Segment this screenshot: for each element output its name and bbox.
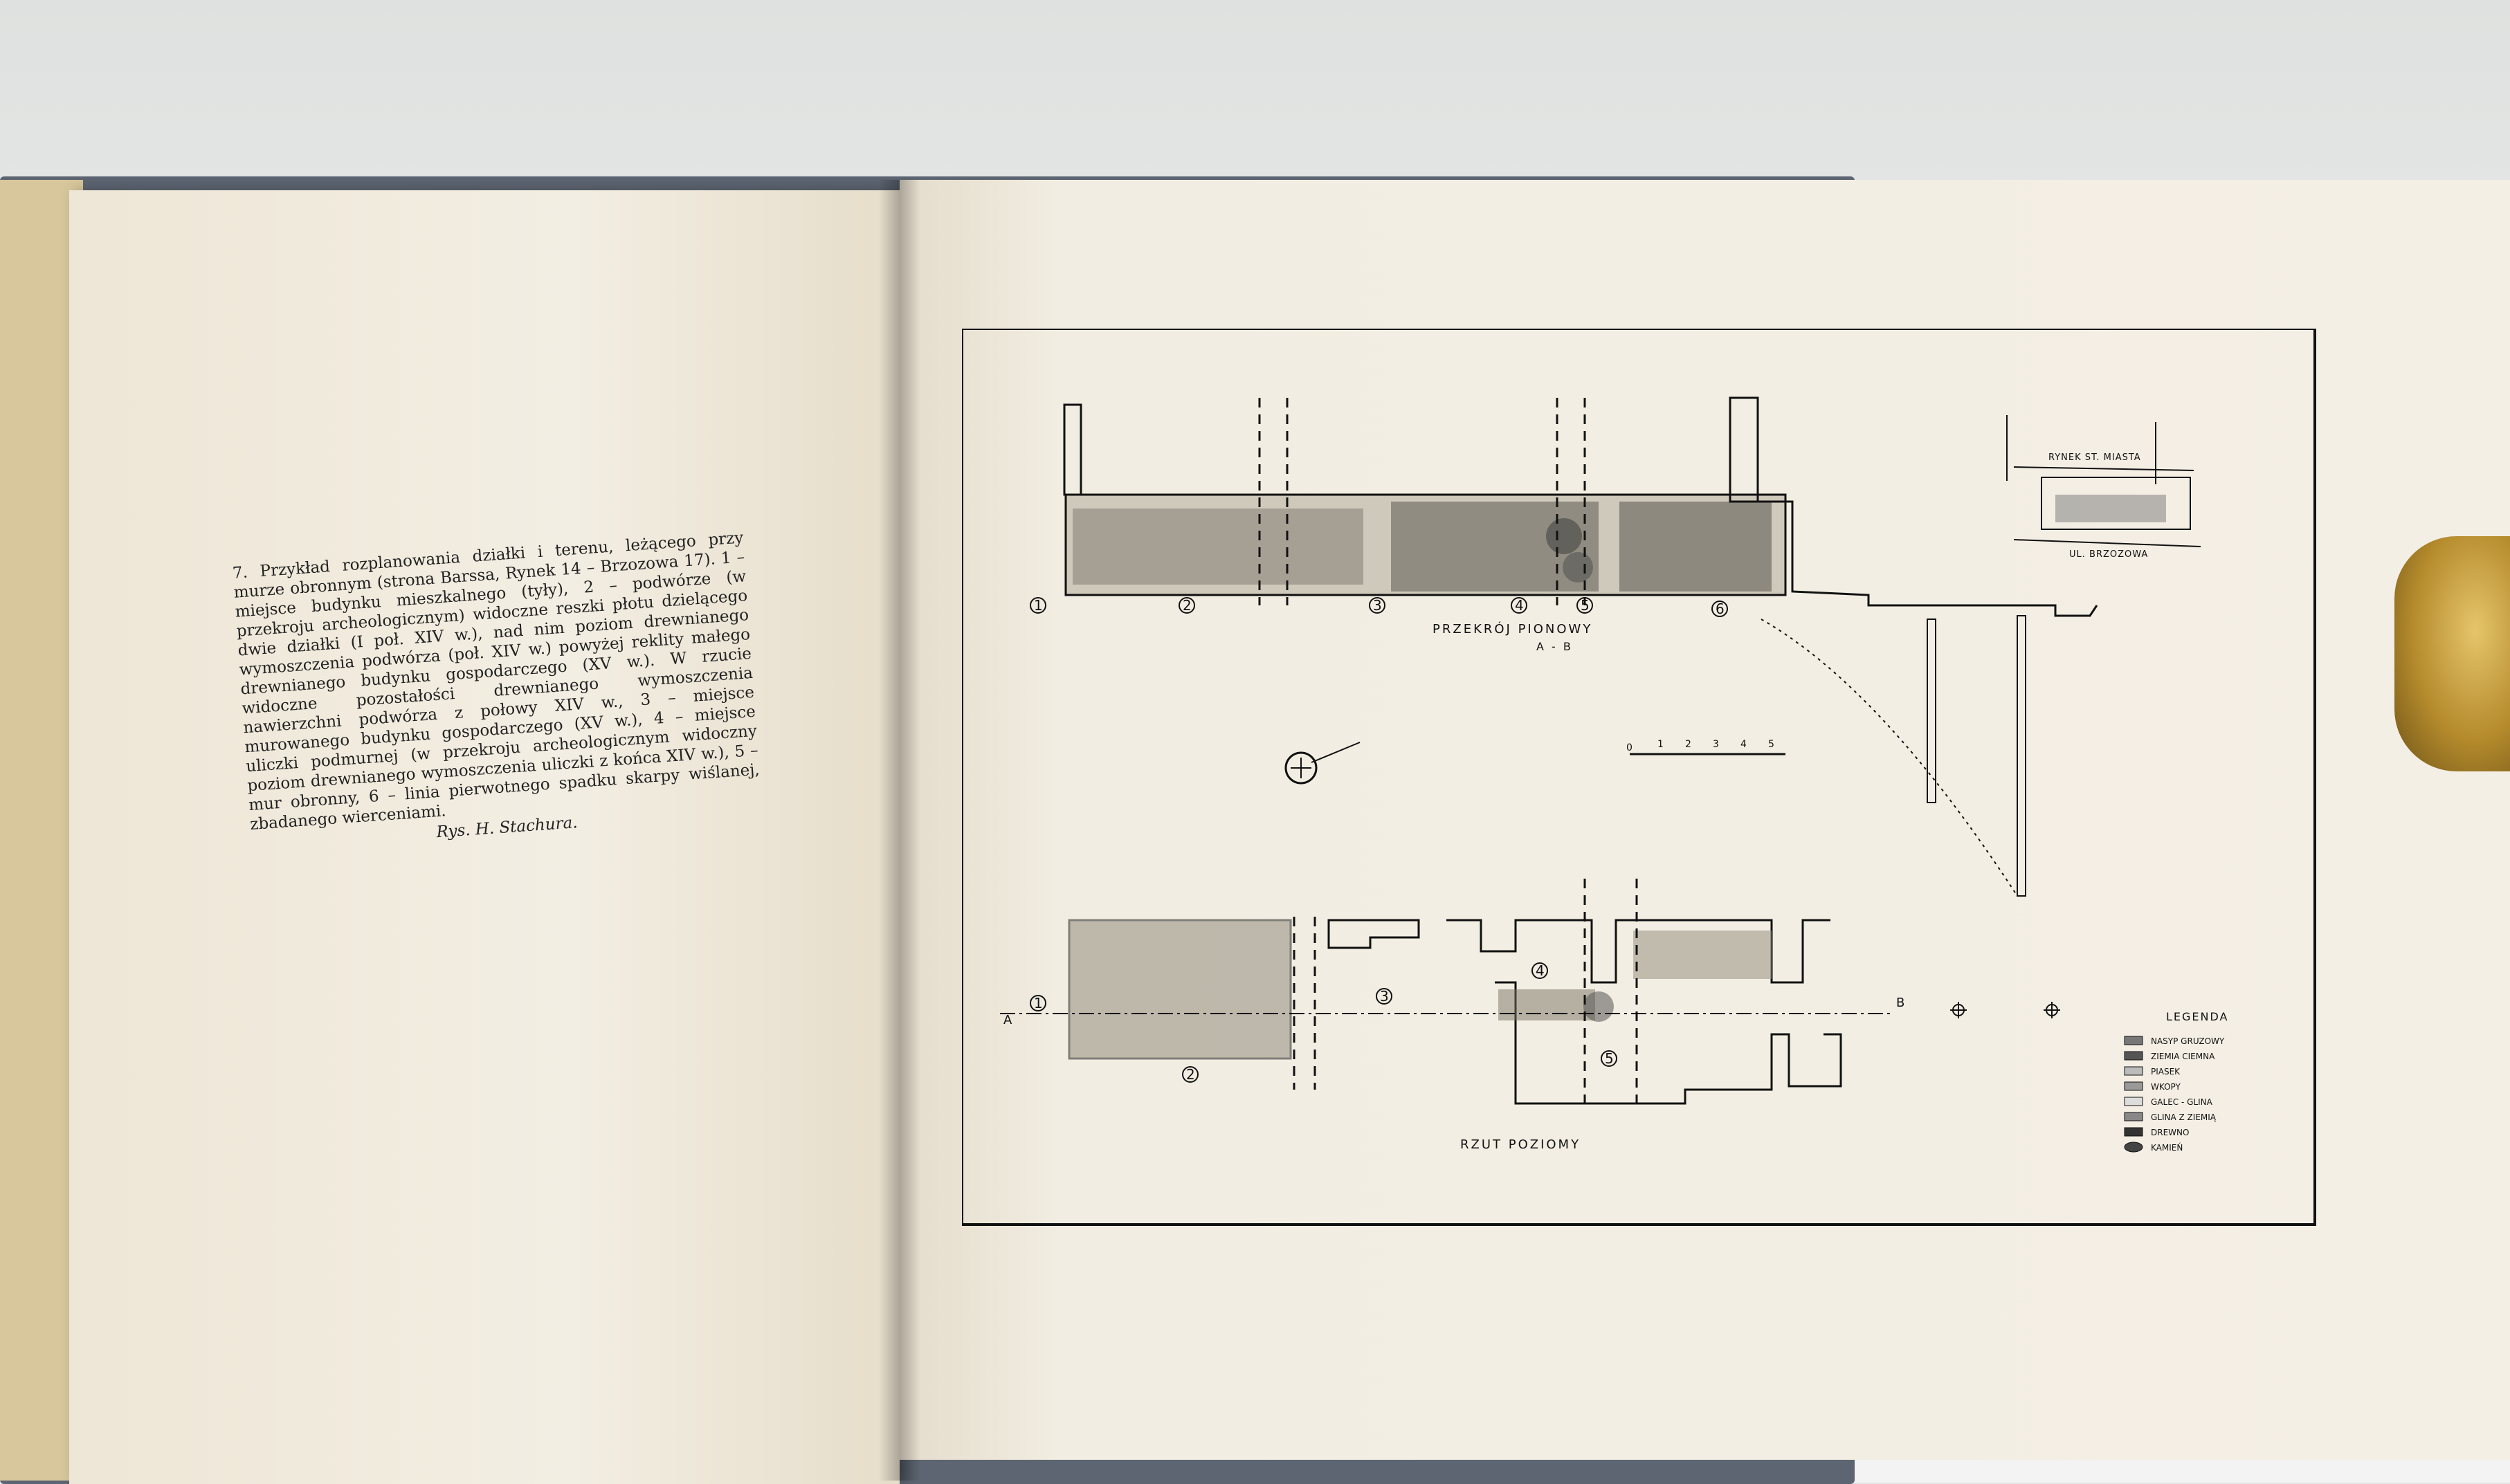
section-num-6: 6 (1716, 601, 1725, 617)
section-fill-right (1619, 502, 1772, 592)
legend-item-1: NASYP GRUZOWY (2151, 1036, 2225, 1046)
wall-column-2 (1729, 396, 1759, 503)
plan-num-1: 1 (1034, 995, 1043, 1011)
section-label: PRZEKRÓJ PIONOWY (1433, 621, 1592, 636)
legend-item-5: GALEC - GLINA (2151, 1097, 2213, 1107)
horizontal-plan: A B (1000, 879, 2060, 1110)
legend-item-3: PIASEK (2151, 1067, 2181, 1077)
axis-label-a: A (1003, 1013, 1012, 1027)
axis-label-b: B (1896, 996, 1904, 1010)
section-num-5: 5 (1581, 597, 1590, 614)
inset-map: RYNEK ST. MIASTA UL. BRZOZOWA (2006, 415, 2201, 560)
legend-item-4: WKOPY (2151, 1082, 2181, 1092)
plan-number-markers: 1 2 3 4 5 (1030, 962, 1617, 1083)
legend-item-6: GLINA Z ZIEMIĄ (2151, 1112, 2217, 1122)
plan-stones (1583, 991, 1614, 1022)
book-gutter (879, 180, 920, 1481)
section-fill-left (1073, 509, 1363, 585)
plan-num-3: 3 (1380, 988, 1389, 1005)
right-page (900, 180, 2510, 1460)
section-num-4: 4 (1515, 597, 1524, 614)
caption-text: 7. Przykład rozplanowania działki i tere… (232, 529, 761, 834)
drawing-frame (962, 329, 2316, 1226)
inset-label-bottom: UL. BRZOZOWA (2069, 549, 2148, 560)
borehole-1 (1927, 619, 1936, 803)
plan-wall-3a (1327, 919, 1420, 949)
section-number-markers: 1 2 3 4 5 6 (1030, 597, 1728, 617)
plan-hatch-4 (1498, 989, 1595, 1020)
legend: LEGENDA NASYP GRUZOWY ZIEMIA CIEMNA PIAS… (2124, 1010, 2228, 1153)
terrain-line (1758, 500, 2098, 617)
scale-tick-1: 1 (1657, 739, 1664, 750)
section-stones-2 (1563, 552, 1593, 583)
legend-title: LEGENDA (2166, 1010, 2228, 1023)
scale-tick-5: 5 (1768, 739, 1774, 750)
figure-caption: 7. Przykład rozplanowania działki i tere… (232, 528, 763, 855)
left-page (69, 190, 900, 1484)
section-sublabel: A - B (1536, 640, 1573, 653)
plan-num-4: 4 (1536, 962, 1545, 979)
legend-item-7: DREWNO (2151, 1128, 2189, 1137)
legend-item-8: KAMIEŃ (2151, 1142, 2183, 1153)
slope-line (1761, 619, 2018, 897)
scale-bar: 0 1 2 3 4 5 (1626, 739, 1785, 755)
scale-tick-0: 0 (1626, 742, 1633, 753)
section-num-1: 1 (1034, 597, 1043, 614)
section-stones (1546, 518, 1582, 554)
brass-object (2394, 536, 2510, 771)
section-num-3: 3 (1373, 597, 1382, 614)
scale-tick-4: 4 (1740, 739, 1747, 750)
north-arrow-icon (1284, 742, 1361, 785)
plan-num-2: 2 (1186, 1066, 1195, 1083)
wall-column-1 (1063, 403, 1082, 496)
legend-item-2: ZIEMIA CIEMNA (2151, 1052, 2215, 1061)
section-num-2: 2 (1183, 597, 1192, 614)
scale-tick-2: 2 (1685, 739, 1691, 750)
crosshair-icon (1950, 1002, 2060, 1018)
archaeological-drawing: 1 2 3 4 5 6 PRZEKRÓJ PIONOWY A - B 0 1 2… (962, 329, 2316, 1226)
plan-hatch-right (1633, 931, 1772, 979)
scale-tick-3: 3 (1713, 739, 1719, 750)
plan-wall-outline (1446, 919, 1830, 984)
plan-area-2 (1068, 919, 1292, 1060)
plan-wall-lower (1495, 981, 1842, 1105)
inset-label-top: RYNEK ST. MIASTA (2048, 452, 2141, 463)
plan-label: RZUT POZIOMY (1460, 1137, 1581, 1152)
vertical-section (1063, 396, 2098, 897)
plan-num-5: 5 (1605, 1050, 1614, 1067)
borehole-2 (2017, 615, 2026, 897)
